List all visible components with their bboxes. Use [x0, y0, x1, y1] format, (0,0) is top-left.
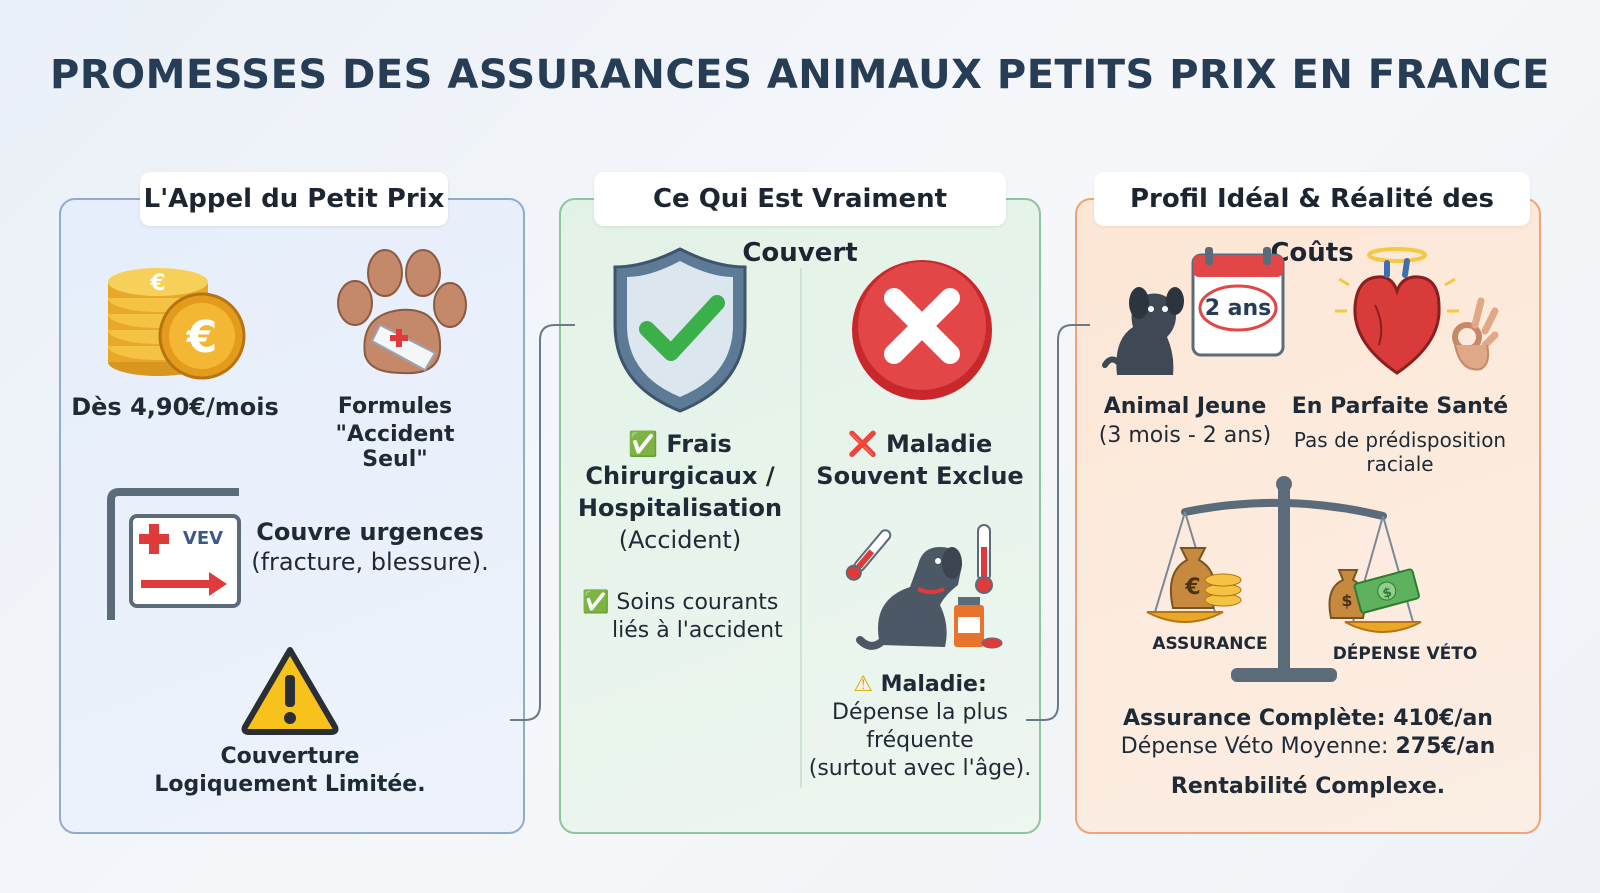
warning-line3: (surtout avec l'âge).: [808, 756, 1032, 781]
care-check-icon: ✅: [582, 590, 610, 615]
warning-icon: [241, 647, 339, 735]
covered-check-icon: ✅: [628, 430, 659, 458]
excluded-line1-text: Maladie: [886, 430, 993, 458]
cost1-label: Assurance Complète:: [1123, 706, 1394, 731]
cost1-value: 410€/an: [1393, 706, 1493, 731]
warning-line-bold: ⚠ Maladie:: [820, 672, 1020, 697]
care-line1: ✅ Soins courants: [582, 590, 792, 615]
formula-label-line1: Formules: [337, 394, 453, 419]
cost2-value: 275€/an: [1395, 734, 1496, 759]
bandaged-paw-icon: [337, 249, 467, 375]
warning-line2: fréquente: [866, 728, 974, 753]
cost2-label: Dépense Véto Moyenne:: [1120, 734, 1396, 759]
scale-right-label: DÉPENSE VÉTO: [1332, 644, 1478, 664]
covered-line4: (Accident): [618, 526, 742, 554]
health-label: En Parfaite Santé: [1291, 394, 1509, 419]
red-cross-icon: [852, 260, 992, 400]
warning-bold-text: Maladie:: [880, 672, 987, 697]
health-line2: raciale: [1366, 452, 1434, 476]
covered-line1-text: Frais: [666, 430, 732, 458]
warning-line1: Dépense la plus: [832, 700, 1008, 725]
warning-small-icon: ⚠: [853, 672, 873, 697]
panel-title-profil: Profil Idéal & Réalité des Coûts: [1094, 172, 1530, 268]
excluded-cross-icon: ❌: [847, 430, 878, 458]
excluded-line2: Souvent Exclue: [816, 462, 1024, 490]
svg-text:$: $: [1381, 585, 1394, 602]
cost1-line: Assurance Complète: 410€/an: [1080, 706, 1536, 731]
middle-divider: [800, 268, 802, 788]
scale-left-label: ASSURANCE: [1152, 634, 1268, 654]
healthy-heart-icon: [1335, 247, 1499, 375]
price-label: Dès 4,90€/mois: [71, 393, 279, 421]
excluded-line1: ❌ Maladie: [810, 430, 1030, 458]
svg-text:€: €: [1184, 575, 1200, 600]
formula-label-line2: "Accident Seul": [335, 422, 455, 472]
care-line1-text: Soins courants: [616, 590, 779, 615]
page-title: PROMESSES DES ASSURANCES ANIMAUX PETITS …: [50, 52, 1550, 98]
sick-dog-icon: [845, 524, 1003, 650]
calendar-text: 2 ans: [1205, 296, 1272, 321]
urgences-detail: (fracture, blessure).: [251, 548, 489, 576]
conclusion-label: Rentabilité Complexe.: [1170, 774, 1446, 799]
panel-title-couverture: Ce Qui Est Vraiment Couvert: [594, 172, 1006, 268]
shield-check-icon: [613, 247, 747, 413]
covered-line1: ✅ Frais: [580, 430, 780, 458]
svg-text:€: €: [149, 271, 165, 296]
vet-sign-icon: VEV: [107, 488, 241, 620]
care-line2: liés à l'accident: [612, 618, 783, 643]
health-line1: Pas de prédisposition: [1293, 428, 1507, 452]
balance-scale-icon: € $ $: [1146, 476, 1422, 682]
sign-text: VEV: [183, 528, 223, 549]
limited-label-line1: Couverture: [220, 744, 360, 769]
covered-line3: Hospitalisation: [577, 494, 783, 522]
connector-left: [510, 325, 540, 720]
young-detail: (3 mois - 2 ans): [1098, 423, 1272, 448]
puppy-calendar-icon: 2 ans: [1102, 247, 1285, 375]
urgences-label: Couvre urgences: [256, 518, 484, 546]
covered-line2: Chirurgicaux /: [585, 462, 775, 490]
svg-text:€: €: [186, 312, 218, 363]
cost2-line: Dépense Véto Moyenne: 275€/an: [1080, 734, 1536, 759]
young-label: Animal Jeune: [1103, 394, 1267, 419]
limited-label-line2: Logiquement Limitée.: [154, 772, 426, 797]
panel-title-petit-prix: L'Appel du Petit Prix: [140, 172, 448, 226]
coins-euro-icon: € €: [108, 268, 246, 380]
svg-text:$: $: [1341, 591, 1352, 610]
